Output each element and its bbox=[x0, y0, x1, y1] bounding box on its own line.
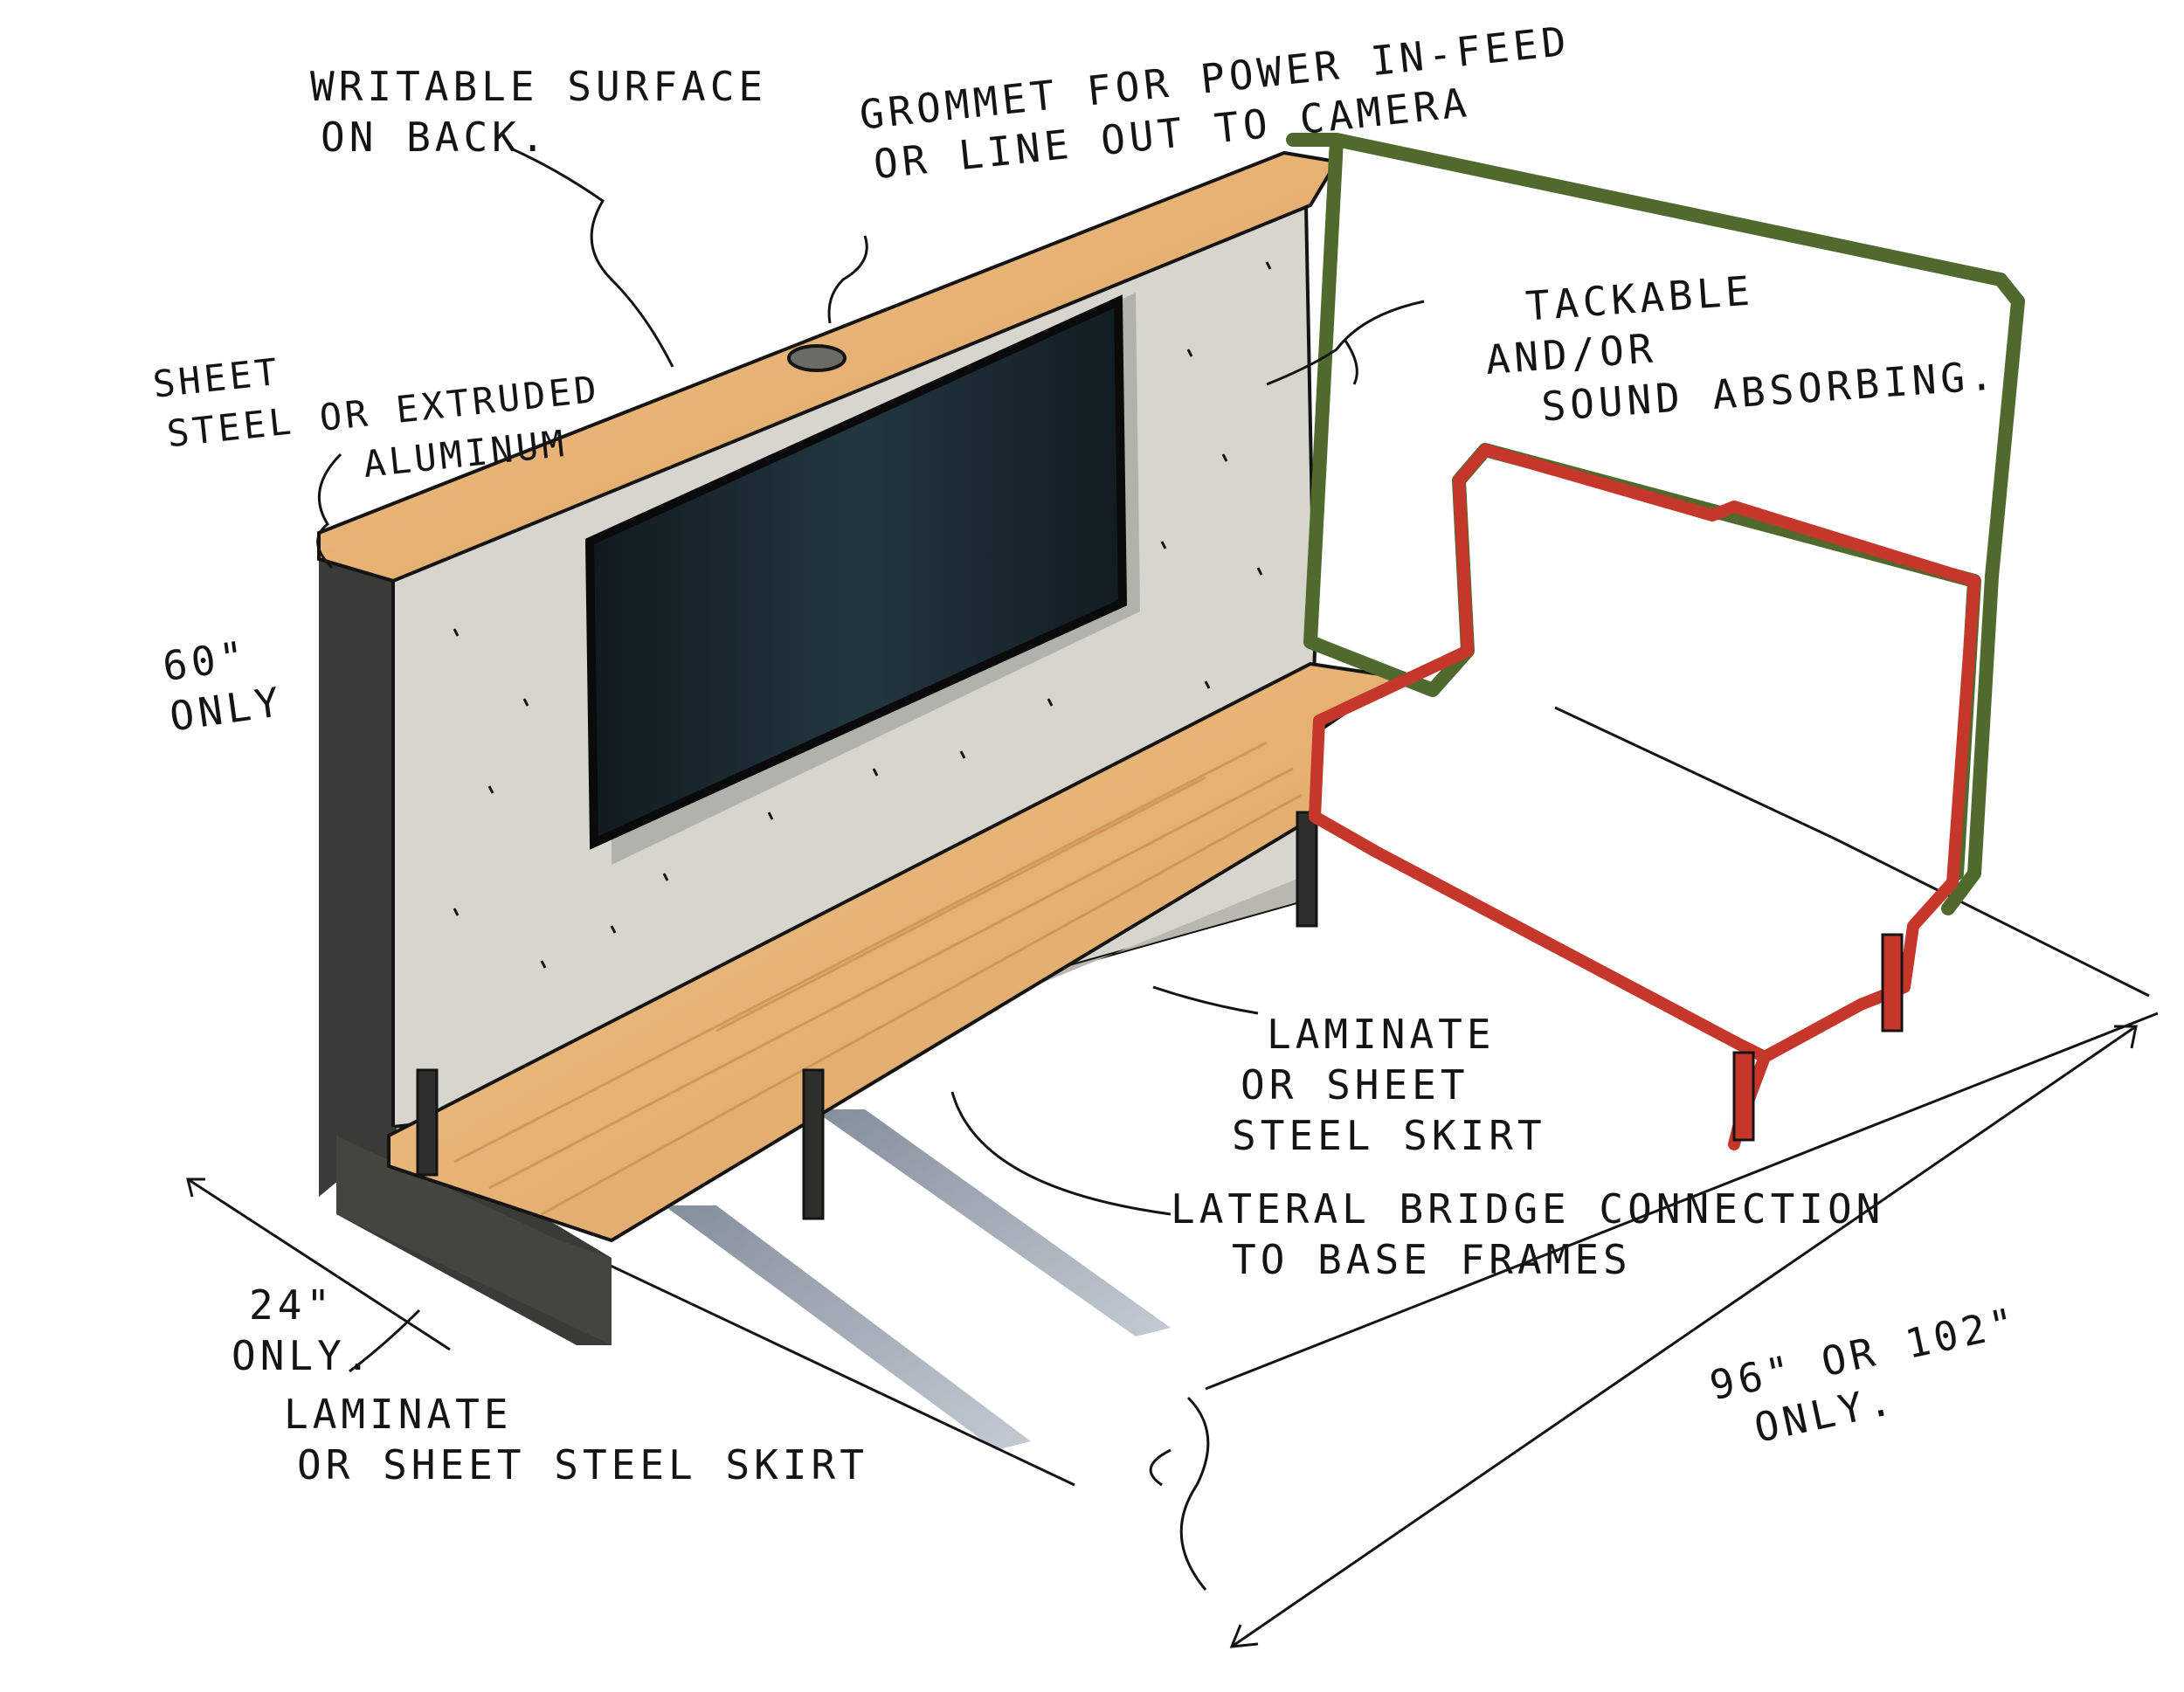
bench-leg-center bbox=[802, 1068, 825, 1220]
grommet bbox=[787, 344, 847, 372]
wood-grain bbox=[453, 741, 1303, 1216]
panel-end-cap bbox=[319, 559, 393, 1197]
red-end-frame bbox=[1309, 444, 1980, 1150]
laminate-right-line-2: OR SHEET bbox=[1241, 1061, 1469, 1108]
tack-texture bbox=[453, 261, 1272, 969]
depth-qualifier: ONLY. bbox=[232, 1332, 375, 1379]
laminate-right-line-1: LAMINATE bbox=[1267, 1011, 1496, 1058]
annotation-laminate-left: LAMINATE OR SHEET STEEL SKIRT bbox=[284, 1389, 868, 1490]
annotation-writable-surface: WRITABLE SURFACE ON BACK. bbox=[310, 61, 767, 162]
annotation-height: 60" ONLY bbox=[160, 625, 287, 742]
lateral-bridge-line-1: LATERAL BRIDGE CONNECTION bbox=[1171, 1185, 1885, 1233]
depth-value: 24" bbox=[249, 1281, 335, 1329]
annotation-lateral-bridge: LATERAL BRIDGE CONNECTION TO BASE FRAMES bbox=[1171, 1184, 1884, 1285]
red-leg-front bbox=[1732, 1051, 1755, 1142]
lateral-bridge-line-2: TO BASE FRAMES bbox=[1232, 1236, 1632, 1283]
laminate-right-line-3: STEEL SKIRT bbox=[1232, 1112, 1546, 1159]
writable-surface-line-1: WRITABLE SURFACE bbox=[310, 63, 768, 110]
laminate-left-line-1: LAMINATE bbox=[284, 1391, 513, 1438]
leg-shadow-left bbox=[664, 1205, 1031, 1450]
bench-skirt-front bbox=[336, 1136, 612, 1345]
bench-leg-right bbox=[1296, 811, 1318, 928]
annotation-depth: 24" ONLY. bbox=[232, 1280, 374, 1381]
dimension-width bbox=[1229, 1025, 2138, 1648]
leader-lines bbox=[316, 147, 1425, 1591]
writable-surface-line-2: ON BACK. bbox=[321, 114, 549, 161]
red-leg-back bbox=[1881, 933, 1904, 1032]
floor-footprint bbox=[593, 706, 2159, 1487]
dimension-depth bbox=[186, 1177, 451, 1351]
monitor-screen bbox=[584, 294, 1128, 850]
laminate-left-line-2: OR SHEET STEEL SKIRT bbox=[297, 1441, 868, 1488]
annotation-laminate-right: LAMINATE OR SHEET STEEL SKIRT bbox=[1232, 1009, 1546, 1161]
leg-shadow-right bbox=[812, 1109, 1171, 1336]
bench-leg-left bbox=[416, 1068, 439, 1177]
